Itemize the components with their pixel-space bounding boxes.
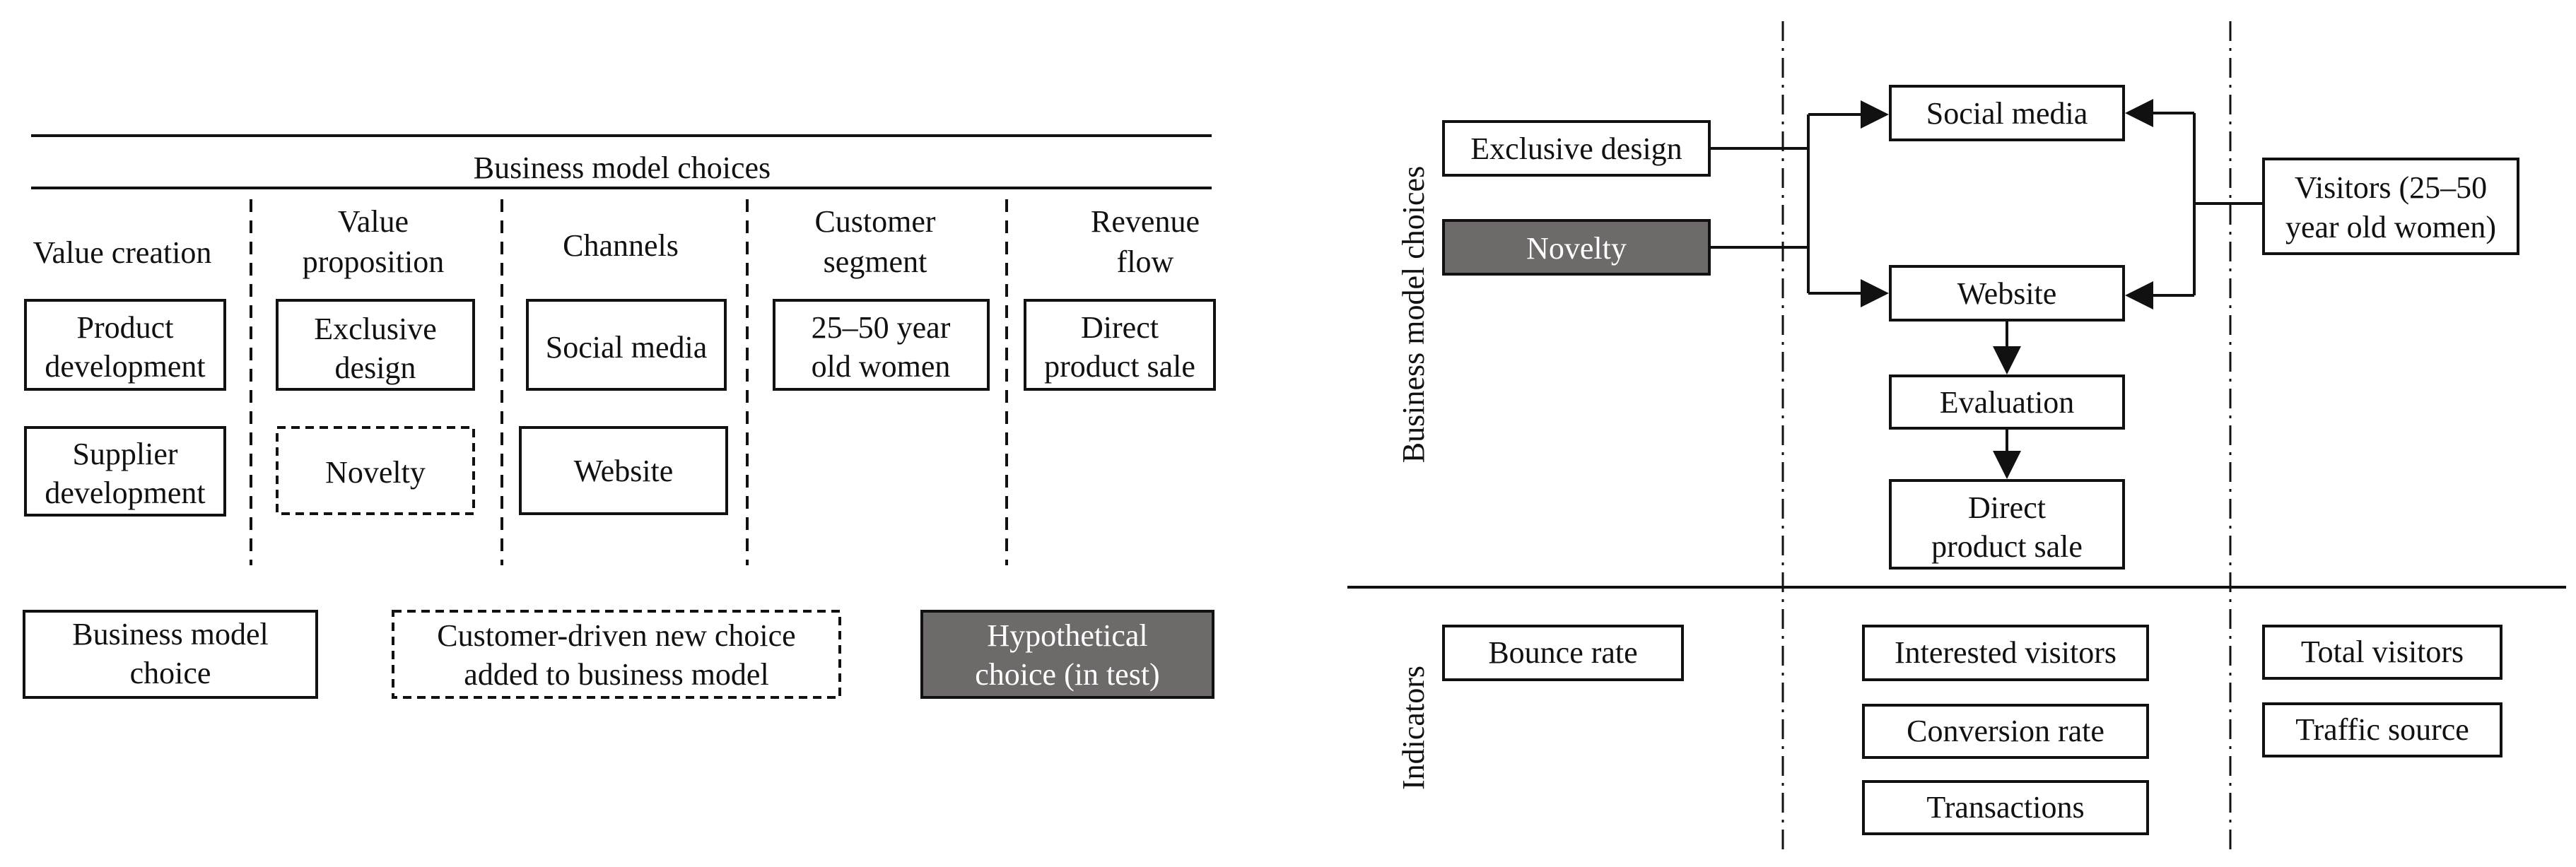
header-customer-segment-2: segment — [824, 244, 927, 279]
legend-hypothetical-label-1: Hypothetical — [987, 618, 1147, 653]
legend-customer-driven-label-1: Customer-driven new choice — [437, 618, 795, 653]
social-media-node-label: Social media — [1926, 96, 2088, 131]
women-segment-label-1: 25–50 year — [812, 310, 951, 345]
legend-customer-driven-box — [392, 610, 841, 699]
exclusive-design-input-box — [1442, 120, 1711, 177]
header-customer-segment-1: Customer — [814, 204, 935, 239]
visitors-label-2: year old women) — [2285, 210, 2496, 244]
direct-sale-node-label-1: Direct — [1968, 490, 2046, 525]
bounce-rate-box — [1442, 625, 1684, 681]
women-segment-label-2: old women — [812, 349, 951, 384]
total-visitors-label: Total visitors — [2301, 635, 2464, 669]
product-development-box — [24, 299, 226, 391]
header-channels: Channels — [563, 228, 679, 263]
legend-choice-label-1: Business model — [72, 617, 268, 651]
legend-choice-box — [23, 610, 318, 699]
conversion-rate-box — [1862, 704, 2149, 759]
total-visitors-box — [2262, 625, 2502, 680]
social-media-box — [526, 299, 727, 391]
evaluation-node — [1889, 374, 2125, 430]
visitors-box — [2262, 158, 2519, 255]
side-label-indicators: Indicators — [1396, 666, 1431, 790]
header-value-proposition-1: Value — [338, 204, 409, 239]
visitors-label-1: Visitors (25–50 — [2295, 170, 2487, 205]
website-node — [1889, 265, 2125, 322]
direct-sale-label-1: Direct — [1081, 310, 1159, 345]
conversion-rate-label: Conversion rate — [1907, 714, 2104, 748]
exclusive-design-input-label: Exclusive design — [1470, 131, 1682, 166]
legend-hypothetical-label-2: choice (in test) — [975, 657, 1159, 692]
novelty-input-box — [1442, 219, 1711, 276]
social-media-label: Social media — [546, 330, 708, 365]
header-value-proposition-2: proposition — [303, 244, 444, 279]
direct-sale-label-2: product sale — [1044, 349, 1195, 384]
evaluation-node-label: Evaluation — [1940, 385, 2075, 420]
bounce-rate-label: Bounce rate — [1488, 635, 1637, 670]
women-segment-box — [773, 299, 990, 391]
website-node-label: Website — [1957, 276, 2057, 311]
product-development-label-2: development — [45, 349, 205, 384]
left-title: Business model choices — [474, 151, 771, 185]
traffic-source-box — [2262, 702, 2502, 757]
header-revenue-flow-1: Revenue — [1091, 204, 1200, 239]
transactions-box — [1862, 780, 2149, 835]
direct-sale-node — [1889, 479, 2125, 570]
legend-choice-label-2: choice — [130, 656, 211, 690]
exclusive-design-label-2: design — [335, 350, 416, 385]
side-label-business-model-choices: Business model choices — [1396, 166, 1431, 463]
legend-hypothetical-box — [920, 610, 1214, 699]
novelty-label: Novelty — [325, 455, 426, 490]
exclusive-design-box — [276, 299, 475, 391]
header-revenue-flow-2: flow — [1117, 244, 1174, 279]
supplier-development-label-1: Supplier — [72, 437, 177, 471]
website-label: Website — [574, 454, 674, 488]
traffic-source-label: Traffic source — [2295, 712, 2469, 747]
direct-sale-box — [1024, 299, 1216, 391]
novelty-box — [276, 426, 475, 515]
novelty-input-label: Novelty — [1526, 231, 1627, 266]
legend-customer-driven-label-2: added to business model — [464, 657, 768, 692]
website-box — [519, 426, 728, 515]
header-value-creation: Value creation — [33, 235, 212, 270]
supplier-development-box — [24, 426, 226, 517]
direct-sale-node-label-2: product sale — [1931, 529, 2083, 564]
supplier-development-label-2: development — [45, 476, 205, 510]
exclusive-design-label-1: Exclusive — [314, 312, 437, 346]
transactions-label: Transactions — [1926, 790, 2084, 825]
interested-visitors-label: Interested visitors — [1895, 635, 2117, 670]
social-media-node — [1889, 85, 2125, 141]
interested-visitors-box — [1862, 625, 2149, 681]
product-development-label-1: Product — [77, 310, 174, 345]
